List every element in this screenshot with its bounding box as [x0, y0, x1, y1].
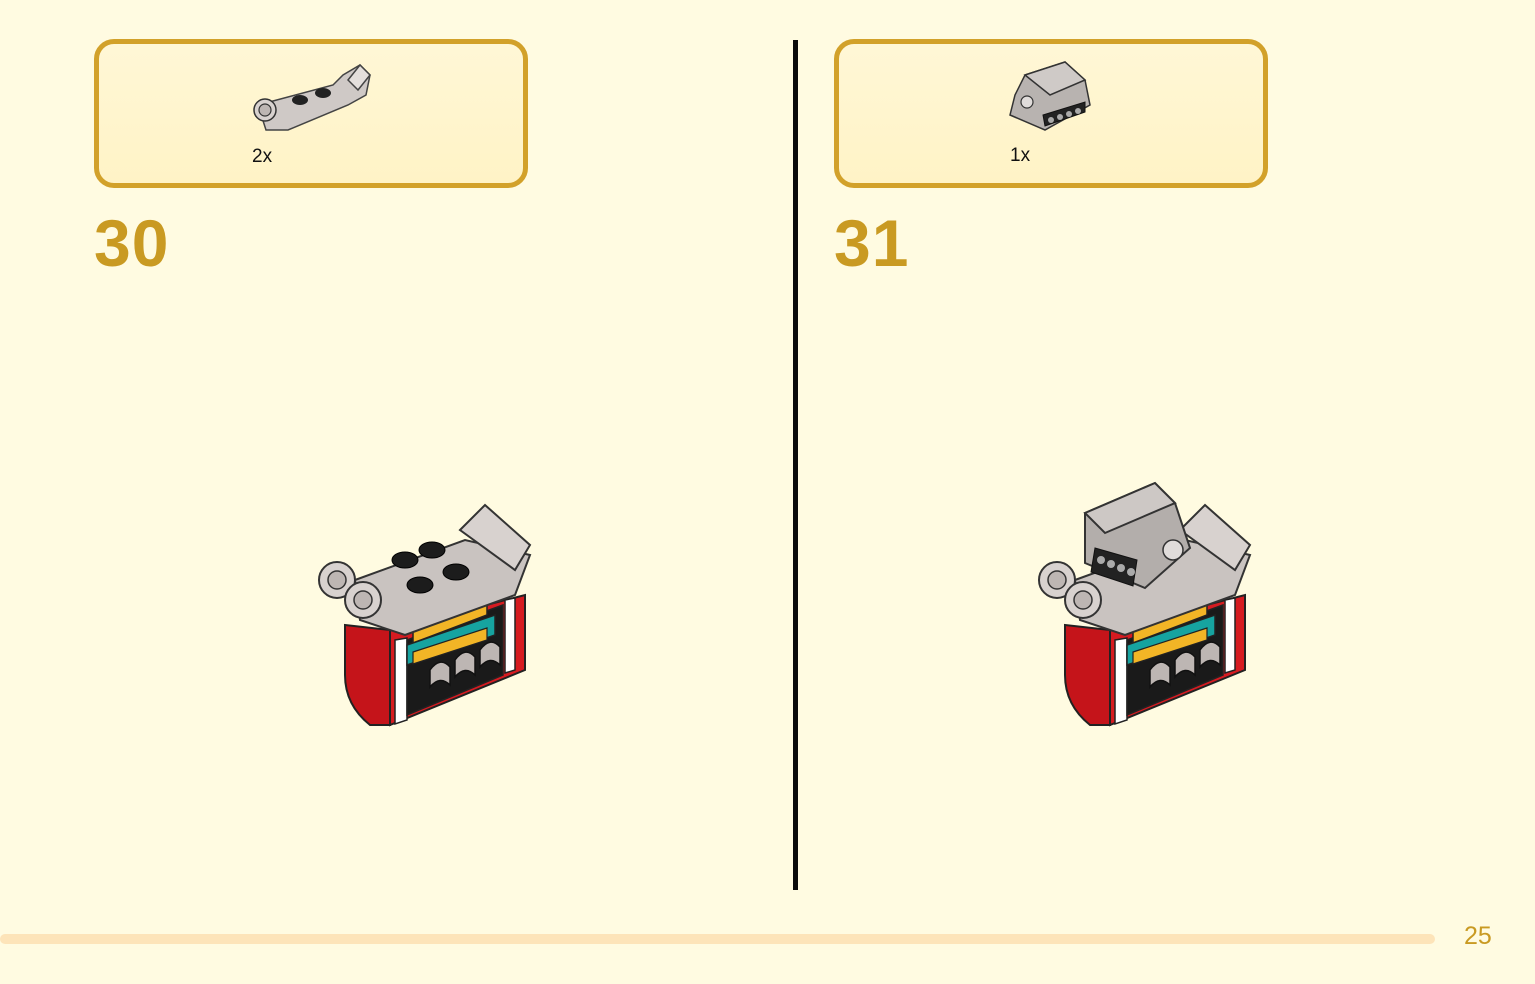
- step-number: 31: [834, 206, 910, 280]
- step-30-model-illustration: [318, 503, 532, 727]
- step-number: 30: [94, 206, 170, 280]
- parts-callout-step-30: [94, 39, 528, 188]
- bracket-plate-part-icon: [253, 63, 372, 131]
- page-number: 25: [1464, 922, 1492, 950]
- step-31-model-illustration: [1038, 481, 1252, 727]
- part-quantity: 1x: [1010, 145, 1031, 166]
- curved-slope-part-icon: [1009, 61, 1091, 131]
- page-progress-bar: [0, 934, 1435, 944]
- page-divider: [793, 40, 798, 890]
- part-quantity: 2x: [252, 146, 273, 167]
